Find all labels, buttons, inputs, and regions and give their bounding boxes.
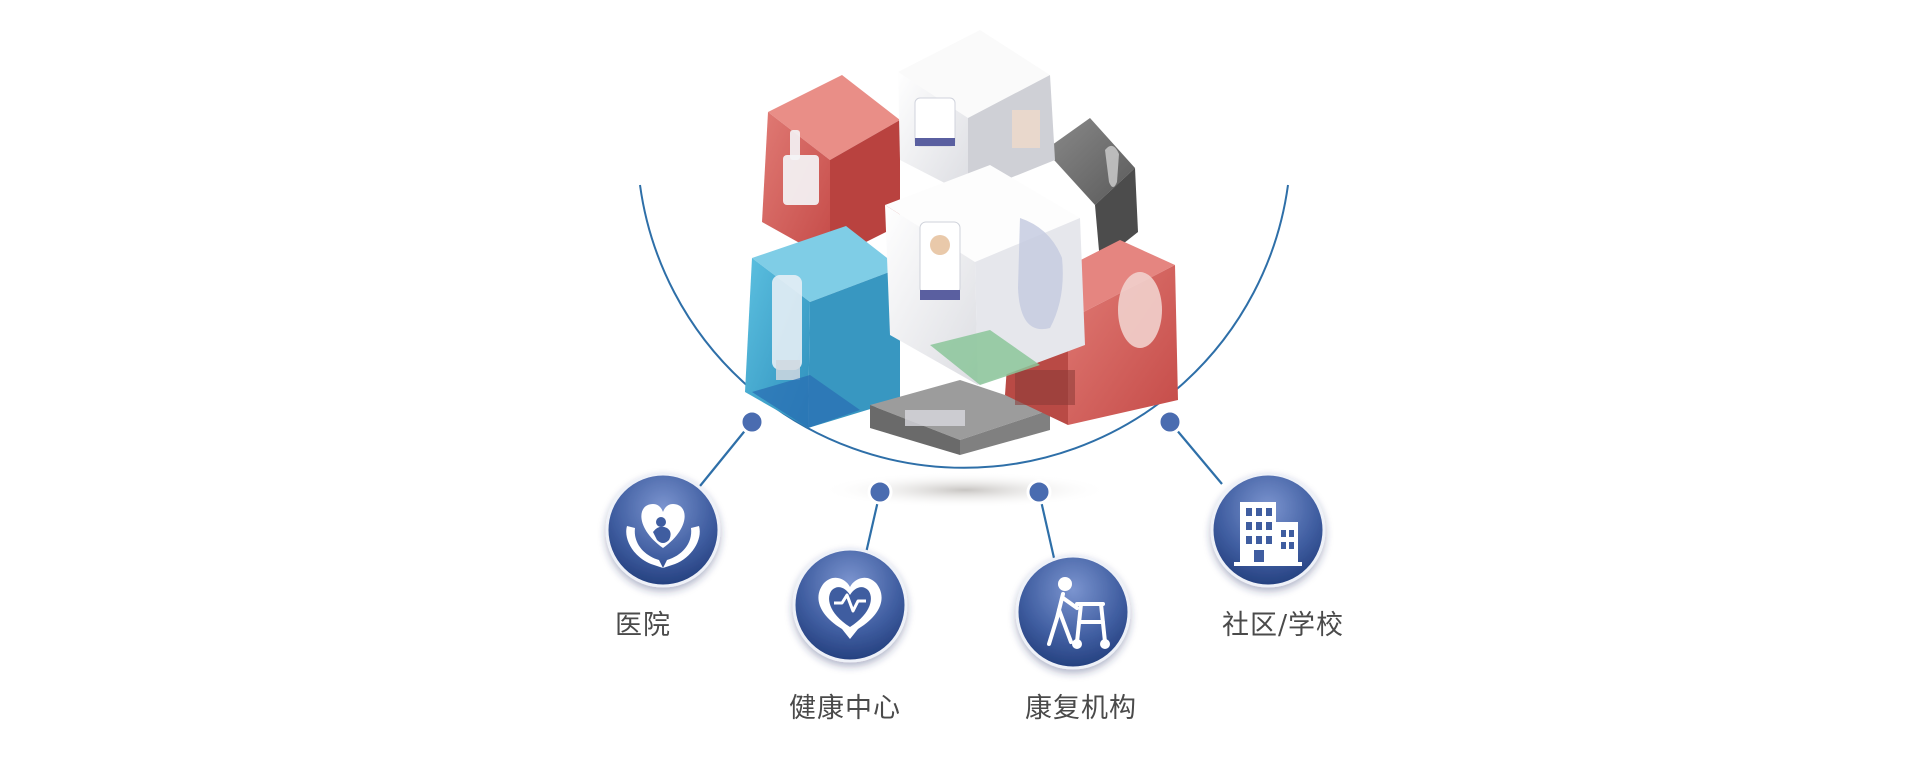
- connection-arc: [639, 184, 1289, 469]
- label-community-school: 社区/学校: [1221, 610, 1345, 641]
- cube-gray-right: [1045, 118, 1138, 262]
- cube-white-top: [898, 30, 1055, 195]
- connector-community: [1169, 421, 1223, 485]
- cube-red-top-left: [762, 75, 900, 260]
- arc-dot-community: [1157, 409, 1183, 435]
- heart-pulse-icon: [818, 577, 882, 639]
- node-rehab[interactable]: [1015, 554, 1131, 670]
- cube-blue-left: [745, 226, 900, 428]
- connector-hospital: [699, 421, 753, 487]
- heart-hands-icon: [626, 504, 700, 568]
- building-icon: [1234, 502, 1302, 566]
- label-health-center: 健康中心: [789, 693, 901, 724]
- label-rehab: 康复机构: [1025, 693, 1137, 724]
- label-hospital: 医院: [615, 610, 671, 641]
- cube-white-center: [885, 165, 1085, 385]
- walker-icon: [1047, 577, 1110, 649]
- arc-dot-rehab: [1026, 479, 1052, 505]
- cube-shadow: [820, 472, 1110, 508]
- product-cube-cluster: [745, 30, 1178, 455]
- arc-dot-health-center: [867, 479, 893, 505]
- arc-dot-hospital: [739, 409, 765, 435]
